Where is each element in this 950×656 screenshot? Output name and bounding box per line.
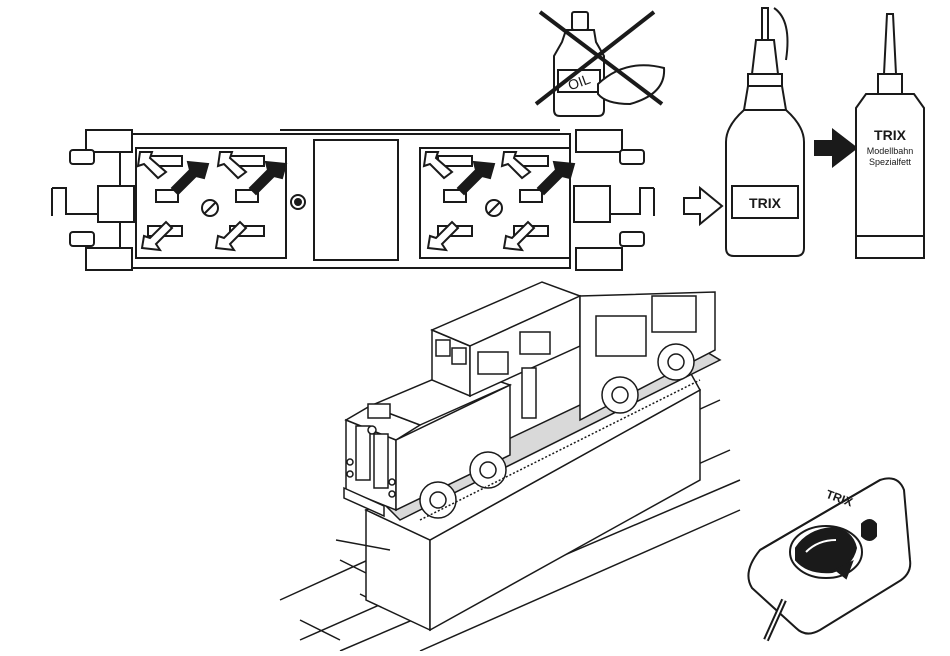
grease-tube-icon: TRIX Modellbahn Spezialfett <box>856 14 924 258</box>
tube-line2: Spezialfett <box>869 157 912 167</box>
bottle-brand: TRIX <box>749 195 782 211</box>
tube-brand: TRIX <box>874 127 907 143</box>
speed-controller-icon: TRIX <box>748 478 910 640</box>
tube-line1: Modellbahn <box>867 146 914 156</box>
arrow-outline-icon <box>684 188 722 224</box>
oil-bottle-crossed-icon: OIL <box>536 12 664 116</box>
arrow-solid-icon <box>814 128 858 168</box>
grease-bottle-icon: TRIX <box>726 8 804 256</box>
